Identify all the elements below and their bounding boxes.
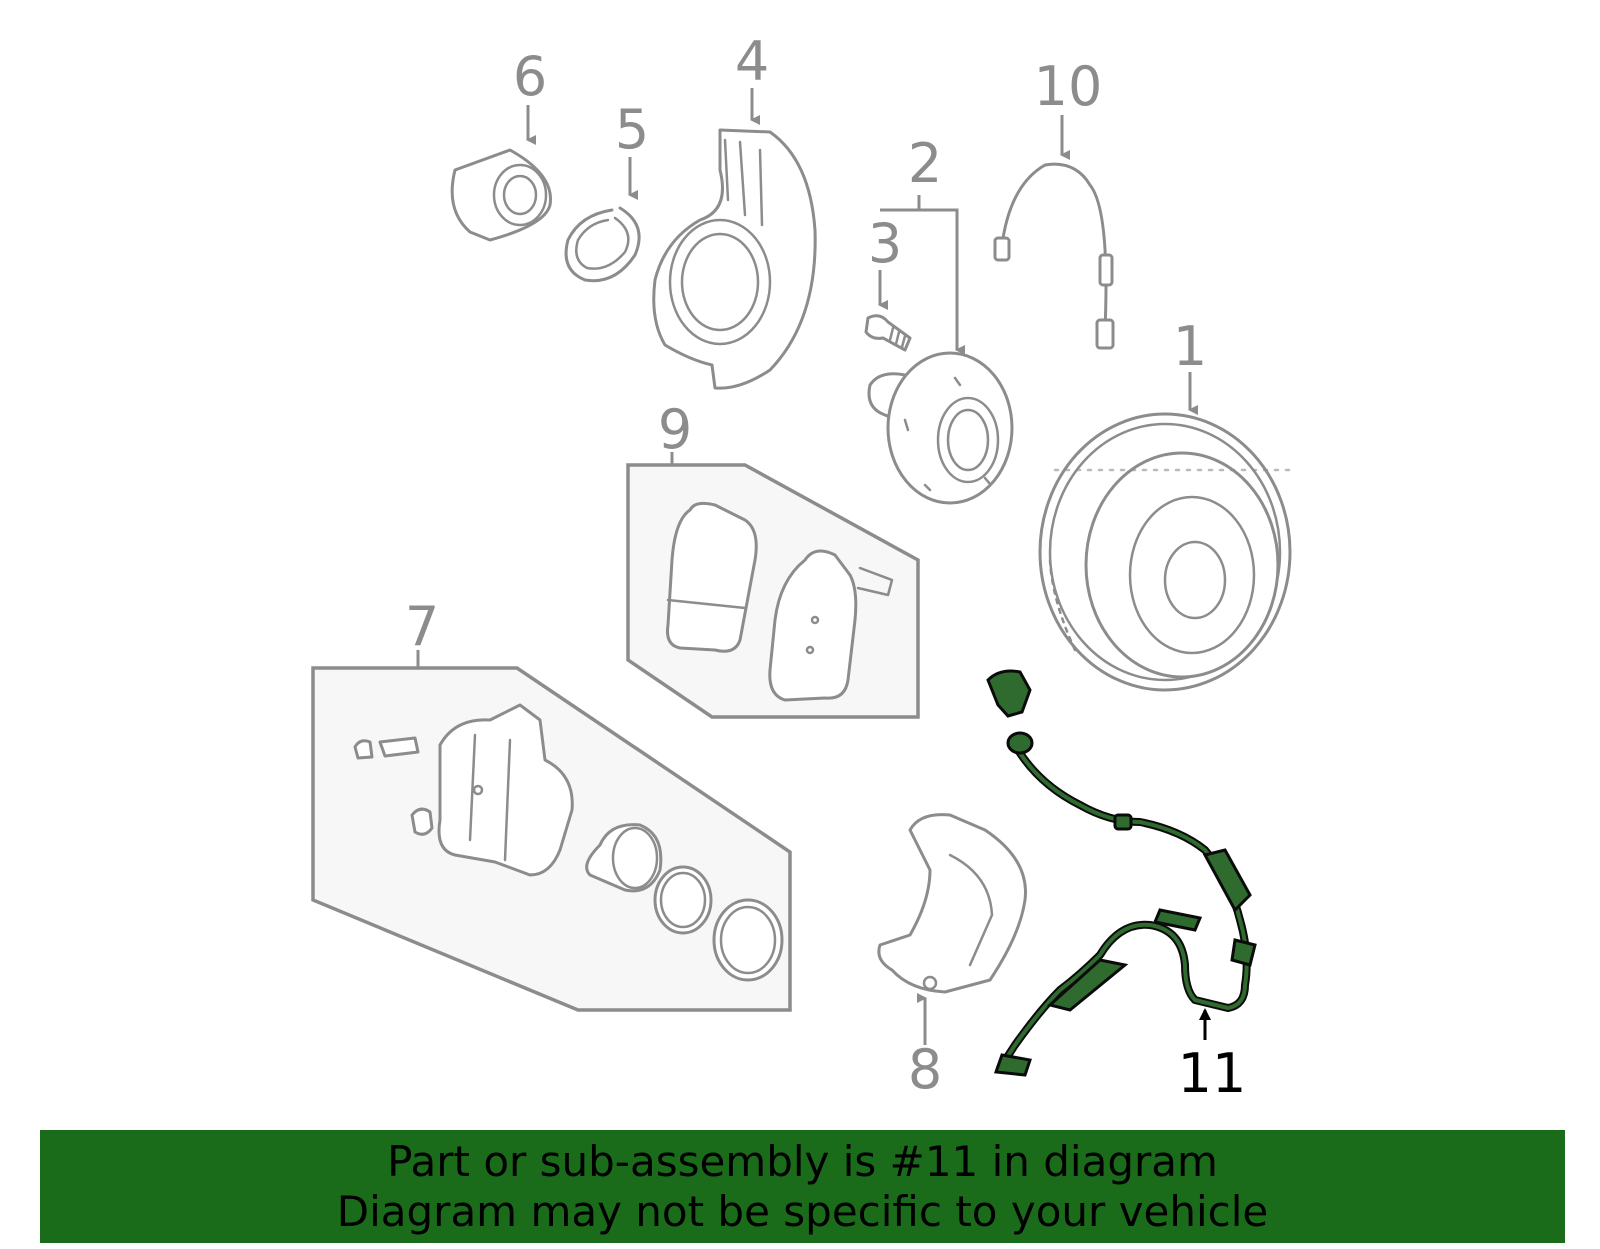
part-11-abs-sensor[interactable]	[986, 669, 1257, 1077]
callout-10: 10	[1034, 55, 1103, 118]
part-7-caliper-kit[interactable]	[311, 666, 792, 1012]
part-1-rotor[interactable]	[1038, 412, 1292, 692]
part-8-caliper-bracket[interactable]	[877, 813, 1027, 994]
callout-6: 6	[513, 45, 547, 108]
part-3-wheel-stud[interactable]	[864, 314, 912, 352]
callout-3: 3	[868, 212, 902, 275]
leader-2	[880, 208, 965, 355]
callout-4: 4	[735, 30, 769, 93]
callout-8: 8	[908, 1038, 942, 1101]
part-9-brake-pad-kit[interactable]	[626, 463, 920, 719]
notice-banner: Part or sub-assembly is #11 in diagram D…	[40, 1130, 1565, 1243]
callout-2: 2	[908, 132, 942, 195]
callout-1: 1	[1173, 315, 1207, 378]
part-2-hub[interactable]	[867, 351, 1014, 505]
part-5-snap-ring[interactable]	[564, 206, 641, 283]
banner-line-1: Part or sub-assembly is #11 in diagram	[387, 1136, 1218, 1186]
part-6-bearing[interactable]	[450, 148, 552, 242]
part-10-brake-hose[interactable]	[993, 162, 1115, 350]
callout-11: 11	[1178, 1042, 1247, 1105]
callout-9: 9	[658, 398, 692, 461]
part-4-splash-shield[interactable]	[652, 128, 817, 390]
banner-line-2: Diagram may not be specific to your vehi…	[336, 1186, 1269, 1236]
callout-7: 7	[405, 595, 439, 658]
callout-5: 5	[615, 98, 649, 161]
